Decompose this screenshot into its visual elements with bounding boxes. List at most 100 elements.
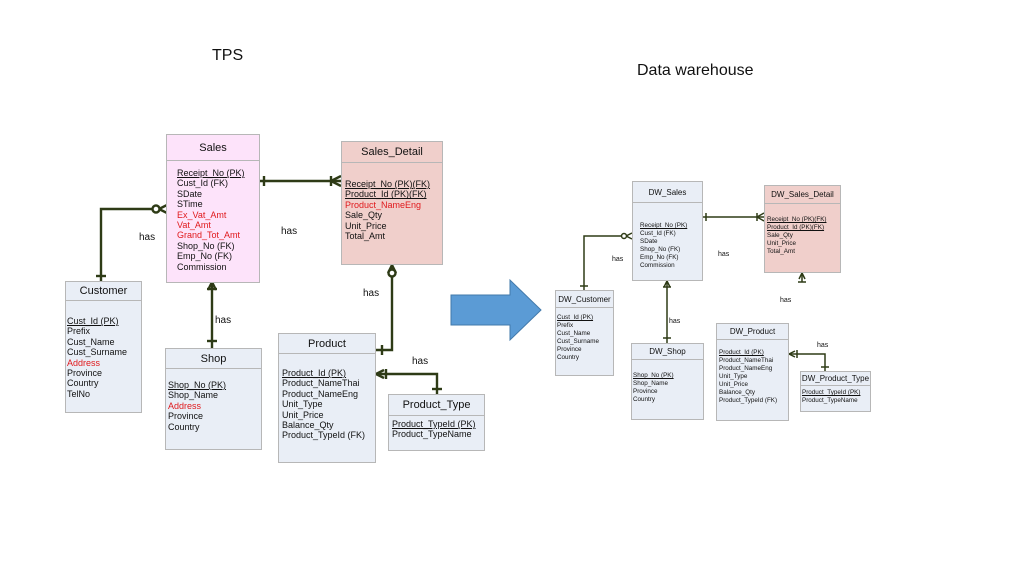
rel-sales-sales-detail (260, 174, 342, 188)
dw-label-has-product-type: has (817, 342, 829, 349)
entity-field: Commission (640, 262, 675, 269)
entity-sales-detail[interactable]: Sales_Detail Receipt_No (PK)(FK)Product_… (341, 141, 443, 265)
dw-rel-sales-customer (580, 232, 633, 290)
entity-field: Province (67, 368, 103, 379)
entity-field: TelNo (67, 388, 91, 399)
dw-entity-product-title: DW_Product (717, 324, 788, 340)
entity-customer-title: Customer (66, 282, 141, 301)
entity-field: Receipt_No (PK) (177, 168, 245, 178)
entity-field: Product_Id (PK) (719, 349, 764, 356)
dw-entity-sales-detail[interactable]: DW_Sales_Detail Receipt_No (PK)(FK)Produ… (764, 185, 841, 273)
dw-entity-product-type[interactable]: DW_Product_Type Product_TypeId (PK)Produ… (800, 371, 871, 412)
dw-rel-sales-sales-detail (703, 212, 765, 222)
entity-field: Product_NameThai (282, 378, 360, 389)
entity-field: SDate (640, 238, 658, 245)
entity-field: Product_TypeId (FK) (719, 397, 778, 404)
entity-field: Product_Id (PK) (282, 368, 347, 378)
label-has-sales-detail: has (281, 226, 298, 237)
entity-field: Balance_Qty (282, 420, 334, 431)
dw-entity-customer-title: DW_Customer (556, 291, 613, 308)
entity-field: Cust_Id (FK) (640, 230, 676, 237)
entity-field: Ex_Vat_Amt (177, 209, 227, 220)
entity-field: Receipt_No (PK)(FK) (767, 216, 827, 223)
entity-field: Product_NameEng (282, 388, 359, 399)
entity-field: Product_TypeId (FK) (282, 430, 366, 441)
dw-entity-product[interactable]: DW_Product Product_Id (PK)Product_NameTh… (716, 323, 789, 421)
entity-sales-detail-title: Sales_Detail (342, 142, 442, 163)
dw-entity-sales-detail-title: DW_Sales_Detail (765, 186, 840, 204)
entity-field: Shop_No (PK) (168, 380, 227, 390)
entity-field: Unit_Price (345, 220, 387, 231)
entity-field: Product_TypeName (802, 397, 858, 404)
entity-field: Sale_Qty (345, 210, 383, 221)
entity-product-type-title: Product_Type (389, 395, 484, 416)
entity-field: Shop_No (PK) (633, 372, 674, 379)
entity-field: Shop_Name (633, 380, 669, 387)
entity-field: Vat_Amt (177, 220, 211, 231)
dw-entity-product-type-title: DW_Product_Type (801, 372, 870, 386)
dw-label-has-sales-detail: has (718, 251, 730, 258)
entity-field: Country (633, 396, 656, 403)
entity-field: Province (557, 346, 582, 353)
entity-field: Country (67, 378, 99, 389)
rel-sales-shop (206, 281, 218, 348)
dw-entity-sales-detail-fields: Receipt_No (PK)(FK)Product_Id (PK)(FK)Sa… (765, 204, 840, 256)
rel-product-type (375, 368, 442, 394)
dw-label-has-sales-shop: has (669, 318, 681, 325)
entity-field: STime (177, 199, 203, 210)
entity-field: Unit_Type (719, 373, 748, 380)
rel-detail-product (376, 264, 398, 355)
tps-heading: TPS (212, 47, 244, 64)
entity-field: Shop_No (FK) (177, 240, 235, 251)
conversion-arrow (450, 278, 542, 342)
entity-field: Province (168, 411, 204, 422)
dw-entity-sales-title: DW_Sales (633, 182, 702, 203)
label-has-sales-shop: has (215, 315, 232, 326)
entity-field: Product_NameThai (719, 357, 774, 364)
entity-field: Country (557, 354, 580, 361)
entity-field: Emp_No (FK) (177, 251, 233, 262)
entity-field: Total_Amt (345, 231, 386, 242)
entity-field: Address (168, 400, 202, 411)
entity-field: Cust_Id (PK) (67, 316, 119, 326)
entity-field: Cust_Surname (557, 338, 599, 345)
entity-field: Emp_No (FK) (640, 254, 679, 261)
entity-product-title: Product (279, 334, 375, 354)
entity-field: SDate (177, 188, 203, 199)
data-warehouse-heading: Data warehouse (637, 62, 754, 79)
entity-field: Receipt_No (PK)(FK) (345, 179, 431, 189)
dw-entity-product-type-fields: Product_TypeId (PK)Product_TypeName (801, 386, 870, 405)
entity-field: Sale_Qty (767, 232, 793, 239)
entity-field: Product_TypeName (392, 429, 472, 440)
entity-field: Total_Amt (767, 248, 795, 255)
dw-label-has-sales-customer: has (612, 256, 624, 263)
entity-field: Shop_Name (168, 390, 219, 401)
entity-field: Product_TypeId (PK) (392, 419, 476, 429)
dw-label-has-detail-product: has (780, 297, 792, 304)
dw-rel-product-type (788, 350, 829, 371)
entity-field: Prefix (557, 322, 574, 329)
entity-product-type[interactable]: Product_Type Product_TypeId (PK)Product_… (388, 394, 485, 451)
entity-field: Commission (177, 261, 227, 272)
dw-rel-sales-shop (663, 280, 671, 343)
rel-sales-customer (96, 203, 168, 281)
dw-entity-sales[interactable]: DW_Sales Receipt_No (PK)Cust_Id (FK)SDat… (632, 181, 703, 281)
entity-field: Unit_Price (719, 381, 749, 388)
entity-sales-title: Sales (167, 135, 259, 161)
entity-field: Grand_Tot_Amt (177, 230, 241, 241)
entity-field: Shop_No (FK) (640, 246, 681, 253)
